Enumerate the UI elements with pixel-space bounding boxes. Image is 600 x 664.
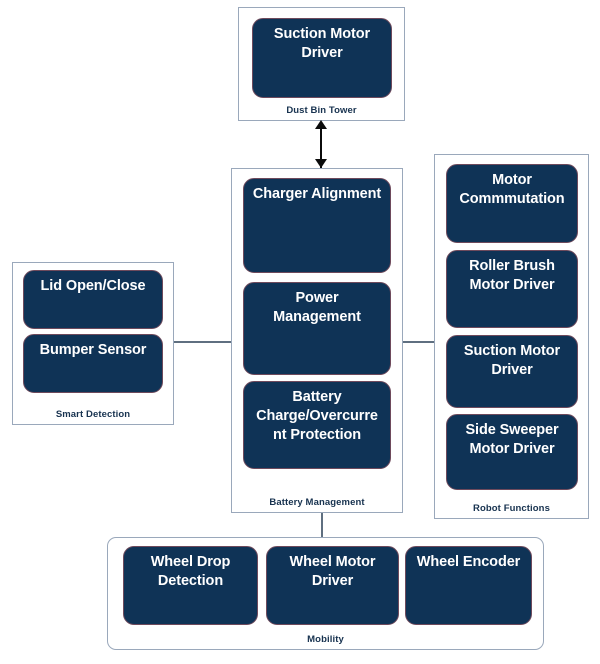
node-bumper-sensor[interactable]: Bumper Sensor bbox=[23, 334, 163, 393]
node-wheel-motor-driver[interactable]: Wheel Motor Driver bbox=[266, 546, 399, 625]
node-wheel-drop-detection[interactable]: Wheel Drop Detection bbox=[123, 546, 258, 625]
group-robot-functions[interactable]: Motor Commmutation Roller Brush Motor Dr… bbox=[434, 154, 589, 519]
group-caption-battery-management: Battery Management bbox=[269, 497, 365, 508]
node-side-sweeper-motor-driver[interactable]: Side Sweeper Motor Driver bbox=[446, 414, 578, 490]
node-lid-open-close[interactable]: Lid Open/Close bbox=[23, 270, 163, 329]
group-battery-management[interactable]: Charger Alignment Power Management Batte… bbox=[231, 168, 403, 513]
arrowhead-up-icon bbox=[315, 120, 327, 129]
group-dust-bin-tower[interactable]: Suction Motor Driver Dust Bin Tower bbox=[238, 7, 405, 121]
arrowhead-down-icon bbox=[315, 159, 327, 168]
node-roller-brush-motor-driver[interactable]: Roller Brush Motor Driver bbox=[446, 250, 578, 328]
connector-battery-to-mobility bbox=[321, 512, 323, 540]
group-mobility[interactable]: Wheel Drop Detection Wheel Motor Driver … bbox=[107, 537, 544, 650]
node-motor-commmutation[interactable]: Motor Commmutation bbox=[446, 164, 578, 243]
node-charger-alignment[interactable]: Charger Alignment bbox=[243, 178, 391, 273]
group-smart-detection[interactable]: Lid Open/Close Bumper Sensor Smart Detec… bbox=[12, 262, 174, 425]
group-caption-smart-detection: Smart Detection bbox=[55, 409, 131, 420]
node-battery-charge-overcurrent-protection[interactable]: Battery Charge/Overcurre nt Protection bbox=[243, 381, 391, 469]
node-power-management[interactable]: Power Management bbox=[243, 282, 391, 375]
connector-battery-to-robotfunctions bbox=[403, 341, 436, 343]
node-suction-motor-driver[interactable]: Suction Motor Driver bbox=[446, 335, 578, 408]
group-caption-mobility: Mobility bbox=[307, 634, 344, 645]
group-caption-dust-bin-tower: Dust Bin Tower bbox=[286, 105, 357, 116]
connector-smartdetection-to-battery bbox=[172, 341, 232, 343]
connector-dustbin-to-battery-shaft bbox=[320, 124, 322, 168]
group-caption-robot-functions: Robot Functions bbox=[473, 503, 550, 514]
node-wheel-encoder[interactable]: Wheel Encoder bbox=[405, 546, 532, 625]
node-suction-motor-driver-tower[interactable]: Suction Motor Driver bbox=[252, 18, 392, 98]
